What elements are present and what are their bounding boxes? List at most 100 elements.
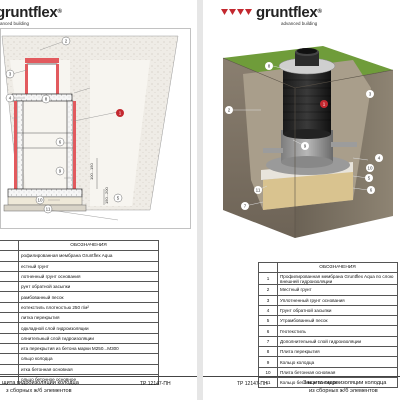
svg-text:6: 6 (370, 188, 373, 193)
marker-9: 9 (301, 142, 309, 150)
sheet-gap (197, 0, 203, 400)
legend-row: рунт обратной засыпки (18, 281, 159, 293)
legend-num: 5 (258, 315, 278, 327)
svg-text:5: 5 (368, 176, 371, 181)
legend-num: 2 (258, 284, 278, 296)
svg-text:10: 10 (37, 198, 43, 203)
right-stamp-title-1: Защита гидроизоляции колодца (303, 380, 387, 386)
marker-7: 7 (241, 202, 249, 210)
legend-header: ОБОЗНАЧЕНИЯ (277, 261, 398, 274)
brand-logo-right: gruntflex® (256, 5, 322, 20)
marker-1: 1 (320, 100, 328, 108)
marker-5: 5 (365, 174, 373, 182)
sand-layer (263, 170, 353, 210)
svg-text:1: 1 (119, 111, 122, 116)
marker-8: 8 (41, 94, 51, 104)
legend-row: лотненный грунт основания (18, 270, 159, 283)
marker-4: 4 (5, 93, 15, 103)
marker-1: 1 (116, 109, 124, 117)
svg-text:4: 4 (378, 156, 381, 161)
backfill-right (90, 60, 150, 206)
svg-text:6: 6 (59, 140, 62, 145)
marker-6: 6 (367, 186, 375, 194)
legend-row: ита перекрытия из бетона марки М250...М3… (18, 342, 159, 355)
legend-row: рамбованный песок (18, 291, 159, 303)
legend-row: Местный грунт (277, 284, 398, 296)
pipe-right (331, 142, 357, 147)
marker-3: 3 (5, 69, 15, 79)
marker-6: 6 (55, 137, 65, 147)
membrane-neck-right (56, 64, 59, 94)
svg-text:11: 11 (256, 188, 261, 193)
drawing-frame (0, 28, 191, 229)
membrane-top (25, 58, 59, 63)
legend-num: 1 (258, 272, 278, 286)
marker-10: 10 (35, 195, 45, 205)
legend-row: Кольцо бетонное основное (277, 376, 398, 389)
left-legend-table: ОБОЗНАЧЕНИЯ рофилированная мембрана Grun… (0, 239, 159, 386)
marker-4: 4 (375, 154, 383, 162)
well-3d-illustration: 1 2 3 4 5 6 7 8 9 10 11 (222, 46, 394, 238)
svg-text:9: 9 (59, 169, 62, 174)
legend-row: Плита перекрытия (277, 346, 398, 358)
marker-3: 3 (366, 90, 374, 98)
brand-tagline-right: advanced building (281, 21, 318, 26)
well-neck (26, 63, 58, 95)
marker-2: 2 (61, 36, 71, 46)
right-sheet: gruntflex® advanced building (203, 0, 400, 400)
brand-name: gruntflex (0, 4, 58, 21)
svg-text:7: 7 (244, 204, 247, 209)
legend-num: 4 (258, 304, 278, 317)
brand-logo-left: gruntflex® (0, 5, 62, 20)
legend-row: итка бетонная основная (18, 363, 159, 375)
legend-num: 7 (258, 335, 278, 348)
marker-5: 5 (113, 193, 123, 203)
legend-num: 3 (258, 294, 278, 306)
legend-row: Грунт обратной засыпки (277, 304, 398, 317)
svg-text:1: 1 (323, 102, 326, 107)
well-section-drawing: 100...150 150...200 (0, 28, 191, 229)
registered-mark: ® (317, 9, 322, 15)
marker-2: 2 (225, 106, 233, 114)
svg-text:10: 10 (367, 166, 373, 171)
svg-text:2: 2 (65, 39, 68, 44)
left-sheet: gruntflex® anced building (0, 0, 197, 400)
membrane-left (14, 101, 17, 189)
right-title-block: ТР 12147-ПН Защита гидроизоляции колодца… (203, 376, 400, 397)
marker-8: 8 (265, 62, 273, 70)
legend-row: ольцо бетонное основное (18, 373, 159, 386)
legend-row: Утрамбованный песок (277, 315, 398, 327)
svg-text:8: 8 (45, 97, 48, 102)
left-stamp-code: ТР 12147-ПН (140, 381, 171, 387)
legend-row: одкладной слой гидроизоляции (18, 322, 159, 334)
left-title-block: щита гидроизоляции колодца з сборных ж/б… (0, 376, 197, 397)
svg-text:9: 9 (304, 144, 307, 149)
pipe-left (263, 148, 283, 153)
legend-row: олнительный слой гидроизоляции (18, 332, 159, 344)
registered-mark: ® (57, 9, 62, 15)
brand-name: gruntflex (256, 4, 318, 21)
svg-text:3: 3 (369, 92, 372, 97)
membrane-neck-left (25, 64, 28, 94)
legend-row: Уплотненный грунт основания (277, 294, 398, 306)
dim-label-2: 150...200 (104, 187, 109, 204)
membrane-right (73, 101, 76, 189)
legend-row: рофилированная мембрана Gruntflex Aqua (18, 250, 159, 262)
neck-3d (295, 52, 319, 66)
brand-mark-icon (221, 9, 252, 15)
legend-num: 8 (258, 346, 278, 358)
dim-label-1: 100...150 (89, 163, 94, 180)
legend-num: 9 (258, 356, 278, 368)
marker-11: 11 (254, 186, 262, 194)
marker-10: 10 (366, 164, 374, 172)
legend-row: Профилированная мембрана Gruntflex Aqua … (277, 272, 398, 286)
legend-row: литка перекрытия (18, 312, 159, 324)
right-stamp-title-2: из сборных ж/б элементов (309, 388, 378, 394)
legend-row: Кольцо колодца (277, 356, 398, 368)
svg-text:8: 8 (268, 64, 271, 69)
brand-tagline-left: anced building (0, 21, 30, 26)
svg-text:2: 2 (228, 108, 231, 113)
legend-row: Геотекстиль (277, 325, 398, 337)
svg-text:3: 3 (9, 72, 12, 77)
legend-num: 6 (258, 325, 278, 337)
